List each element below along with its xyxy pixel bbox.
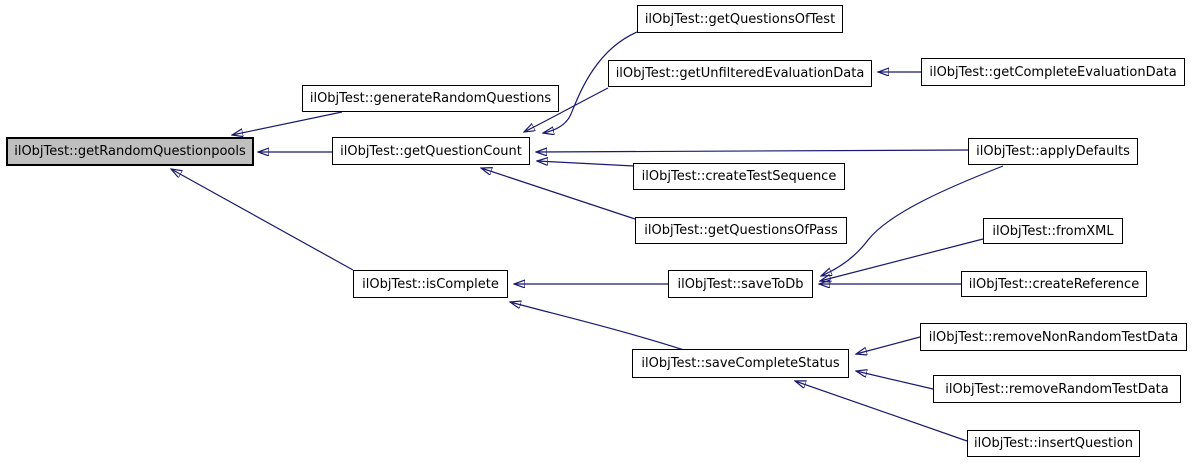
node-getRandomQuestionpools[interactable]: ilObjTest::getRandomQuestionpools <box>6 137 254 166</box>
node-fromXML[interactable]: ilObjTest::fromXML <box>983 218 1123 244</box>
node-generateRandomQuestions[interactable]: ilObjTest::generateRandomQuestions <box>302 85 559 112</box>
edge-getQuestionsOfTest-to-getQuestionCount <box>543 31 638 133</box>
edge-createTestSequence-to-getQuestionCount <box>537 161 635 167</box>
edge-generateRandomQuestions-to-getRandomQuestionpools <box>232 111 343 135</box>
edge-applyDefaults-to-saveToDb <box>821 165 1004 276</box>
node-createTestSequence[interactable]: ilObjTest::createTestSequence <box>633 163 845 190</box>
edge-applyDefaults-to-getQuestionCount <box>536 150 969 152</box>
edge-removeRandomTestData-to-saveCompleteStatus <box>856 371 934 390</box>
edge-getUnfilteredEvaluationData-to-getQuestionCount <box>524 87 609 132</box>
node-getQuestionsOfTest[interactable]: ilObjTest::getQuestionsOfTest <box>637 5 843 33</box>
node-isComplete[interactable]: ilObjTest::isComplete <box>353 270 508 298</box>
node-getCompleteEvaluationData[interactable]: ilObjTest::getCompleteEvaluationData <box>921 58 1185 86</box>
node-saveToDb[interactable]: ilObjTest::saveToDb <box>668 270 813 298</box>
edge-insertQuestion-to-saveCompleteStatus <box>795 381 968 442</box>
node-getUnfilteredEvaluationData[interactable]: ilObjTest::getUnfilteredEvaluationData <box>608 60 872 87</box>
node-getQuestionsOfPass[interactable]: ilObjTest::getQuestionsOfPass <box>635 217 847 244</box>
node-applyDefaults[interactable]: ilObjTest::applyDefaults <box>968 138 1138 165</box>
node-removeRandomTestData[interactable]: ilObjTest::removeRandomTestData <box>933 375 1181 403</box>
node-saveCompleteStatus[interactable]: ilObjTest::saveCompleteStatus <box>632 349 849 378</box>
edge-removeNonRandomTestData-to-saveCompleteStatus <box>856 336 921 354</box>
node-removeNonRandomTestData[interactable]: ilObjTest::removeNonRandomTestData <box>920 323 1187 351</box>
node-createReference[interactable]: ilObjTest::createReference <box>961 271 1147 297</box>
edge-getQuestionsOfPass-to-getQuestionCount <box>481 168 636 220</box>
node-getQuestionCount[interactable]: ilObjTest::getQuestionCount <box>332 137 530 165</box>
node-insertQuestion[interactable]: ilObjTest::insertQuestion <box>967 430 1140 457</box>
edge-saveCompleteStatus-to-isComplete <box>510 302 685 351</box>
edge-fromXML-to-saveToDb <box>820 238 984 281</box>
edge-isComplete-to-getRandomQuestionpools <box>171 169 354 271</box>
